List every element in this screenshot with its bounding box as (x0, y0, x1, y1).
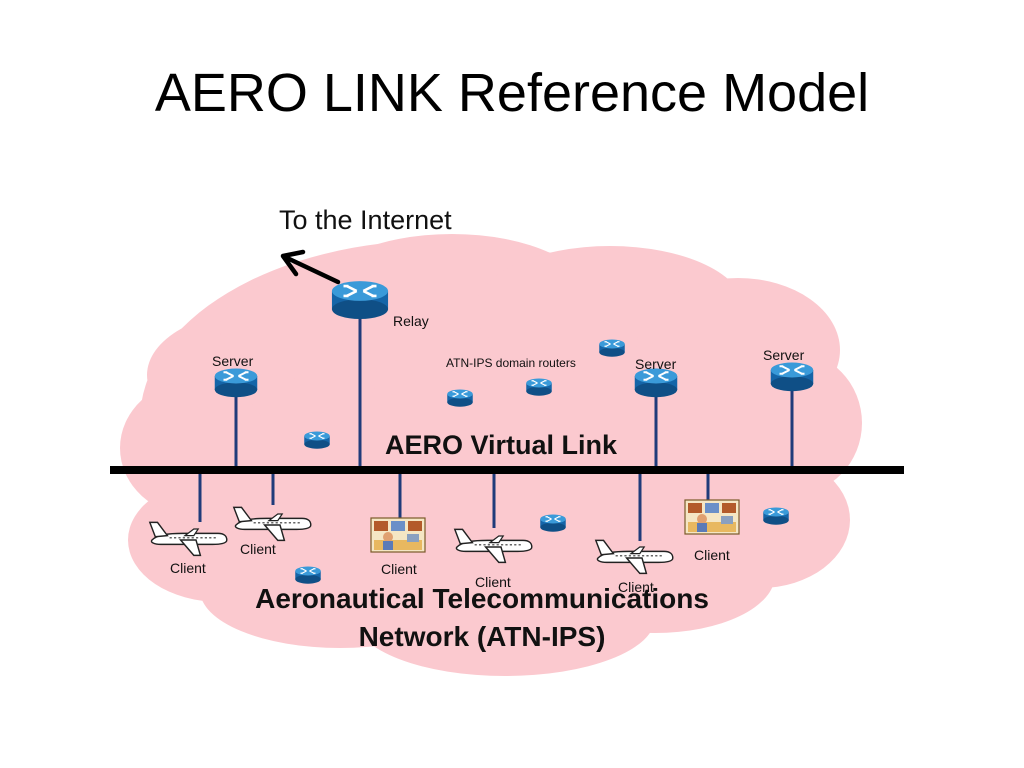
internet-label: To the Internet (279, 205, 452, 235)
client-label: Client (240, 541, 276, 557)
domain-router-icon (762, 506, 790, 526)
client-label: Client (381, 561, 417, 577)
server-router-icon (769, 361, 815, 393)
atn-line-1: Aeronautical Telecommunications (255, 583, 709, 614)
domain-router-icon (303, 430, 331, 450)
atn-routers-label: ATN-IPS domain routers (446, 356, 576, 370)
client-label: Client (170, 560, 206, 576)
relay-router-icon (330, 279, 390, 321)
domain-router-icon (539, 513, 567, 533)
relay-label: Relay (393, 313, 429, 329)
server-router-icon (633, 367, 679, 399)
server-label: Server (212, 353, 254, 369)
slide-title: AERO LINK Reference Model (154, 63, 870, 123)
atn-ips-label: Aeronautical Telecommunications Network … (232, 580, 732, 656)
atn-cloud (120, 234, 862, 676)
client-label: Client (694, 547, 730, 563)
domain-router-icon (525, 377, 553, 397)
internet-arrow (280, 249, 341, 285)
client-label: Client (618, 579, 654, 595)
server-router-icon (213, 367, 259, 399)
atn-line-2: Network (ATN-IPS) (358, 621, 606, 652)
domain-router-icon (446, 388, 474, 408)
virtual-link-label: AERO Virtual Link (385, 430, 618, 460)
control-tower-icon (684, 499, 740, 535)
server-label: Server (763, 347, 805, 363)
client-label: Client (475, 574, 511, 590)
domain-router-icon (598, 338, 626, 358)
server-label: Server (635, 356, 677, 372)
control-tower-icon (370, 517, 426, 553)
virtual-link (110, 310, 904, 541)
